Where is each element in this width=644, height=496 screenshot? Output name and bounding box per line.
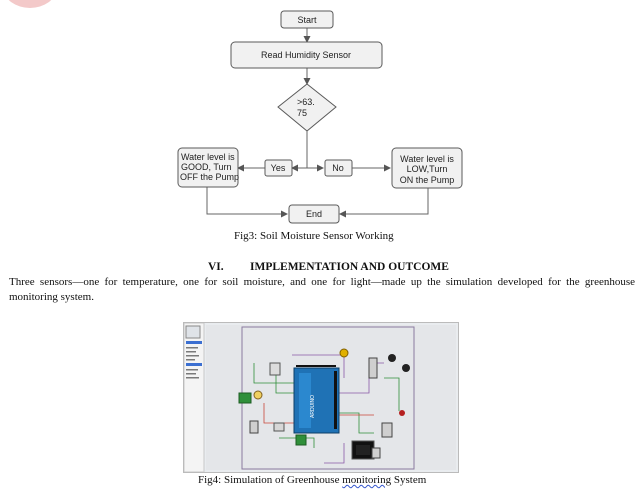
section-title: IMPLEMENTATION AND OUTCOME [250,261,449,273]
header-logo-fragment [4,0,56,8]
no-box [324,159,353,177]
start-label: Start [297,15,317,25]
decision-label-line1: >63. [297,97,315,107]
fig4-caption-prefix: Fig4: Simulation of Greenhouse [198,474,343,486]
yes-label: Yes [271,163,286,173]
fig3-caption: Fig3: Soil Moisture Sensor Working [234,230,394,242]
svg-text:ARDUINO: ARDUINO [310,395,316,418]
no-label: No [332,163,344,173]
pump-on-line2: LOW,Turn [407,164,448,174]
end-box [288,204,340,224]
pump-on-line1: Water level is [400,154,454,164]
fig4-caption: Fig4: Simulation of Greenhouse monitorin… [198,474,426,486]
pump-on-box [391,147,463,189]
decision-diamond [277,83,337,132]
pump-on-line3: ON the Pump [400,175,455,185]
decision-label-line2: 75 [297,108,307,118]
fig4-caption-suffix: System [391,474,427,486]
body-paragraph: Three sensors—one for temperature, one f… [9,276,635,303]
end-label: End [306,209,322,219]
simulation-screenshot: ARDUINO [183,322,459,473]
pump-off-box [177,147,239,188]
start-box [280,10,334,29]
pump-off-line1: Water level is [181,152,235,162]
read-sensor-label: Read Humidity Sensor [261,50,351,60]
proteus-simulation-image: ARDUINO [184,323,456,472]
pump-off-line2: GOOD, Turn [181,162,232,172]
pump-off-line3: OFF the Pump [180,172,239,182]
fig4-caption-underlined-word: monitoring [342,474,392,486]
yes-box [264,159,293,177]
section-number: VI. [208,261,224,273]
read-sensor-box [230,41,383,69]
soil-moisture-flowchart: Start Read Humidity Sensor >63. 75 Yes N… [177,10,463,224]
